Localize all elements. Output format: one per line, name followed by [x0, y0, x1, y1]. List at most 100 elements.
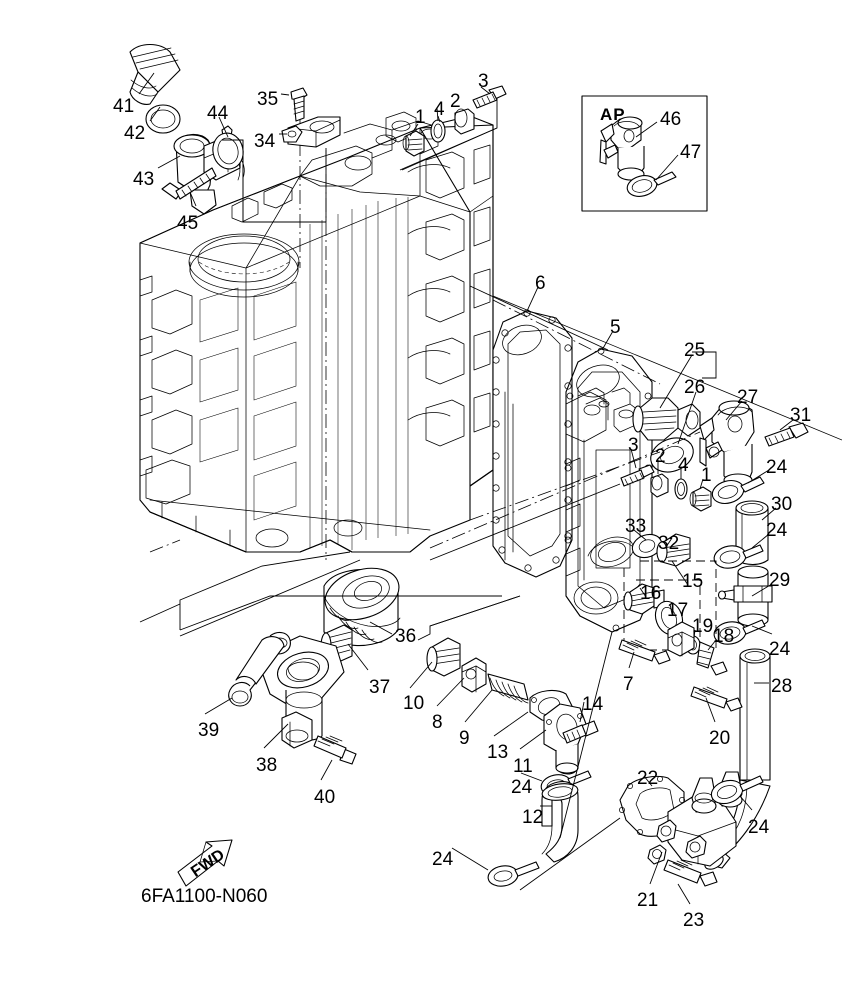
callout-24-b: 24 — [766, 520, 788, 541]
callout-18: 18 — [713, 626, 735, 647]
part-9-spring — [487, 673, 529, 704]
callout-37: 37 — [369, 677, 391, 698]
callout-12: 12 — [522, 807, 544, 828]
part-40-bolt — [313, 735, 357, 765]
part-35-bolt — [290, 87, 308, 122]
callout-29: 29 — [769, 570, 791, 591]
part-23-bolt — [663, 859, 718, 887]
callout-14: 14 — [582, 694, 604, 715]
callout-24-f: 24 — [748, 817, 770, 838]
callout-33: 33 — [625, 516, 647, 537]
callout-7: 7 — [623, 674, 634, 695]
callout-6: 6 — [535, 273, 546, 294]
part-2-joint-top — [454, 108, 475, 135]
callout-1-b: 1 — [701, 465, 712, 486]
part-25-thermostat — [632, 397, 701, 441]
part-39-gasket — [228, 631, 291, 707]
part-15-housing — [667, 621, 695, 657]
callout-17: 17 — [667, 600, 689, 621]
part-6-gasket — [492, 309, 573, 578]
part-7-bolt — [618, 639, 671, 665]
callout-31: 31 — [790, 405, 812, 426]
part-4-oring-mid — [674, 478, 688, 500]
part-24-clamp-f — [710, 775, 764, 805]
callout-27: 27 — [737, 387, 759, 408]
callout-19: 19 — [692, 616, 714, 637]
callout-5: 5 — [610, 317, 621, 338]
callout-13: 13 — [487, 742, 509, 763]
ap-inset-box — [581, 95, 708, 212]
callout-2-b: 2 — [655, 446, 666, 467]
callout-20: 20 — [709, 728, 731, 749]
callout-39: 39 — [198, 720, 220, 741]
drawing-code: 6FA1100-N060 — [141, 886, 268, 907]
callout-3: 3 — [478, 71, 489, 92]
part-24-clamp-e — [487, 861, 540, 887]
callout-24-d: 24 — [511, 777, 533, 798]
part-12-hose — [541, 781, 579, 863]
callout-15: 15 — [682, 571, 704, 592]
callout-1: 1 — [415, 107, 426, 128]
callout-45: 45 — [177, 213, 199, 234]
callout-22: 22 — [637, 768, 659, 789]
callout-43: 43 — [133, 169, 155, 190]
callout-40: 40 — [314, 787, 336, 808]
part-1-plug-mid — [689, 486, 712, 512]
callout-10: 10 — [403, 693, 425, 714]
callout-3-b: 3 — [628, 435, 639, 456]
callout-24-c: 24 — [769, 639, 791, 660]
callout-4: 4 — [434, 99, 445, 120]
part-24-clamp-b — [713, 544, 764, 569]
callout-9: 9 — [459, 728, 470, 749]
callout-24-e: 24 — [432, 849, 454, 870]
part-34-bracket — [281, 116, 341, 148]
callout-38: 38 — [256, 755, 278, 776]
callout-16: 16 — [640, 583, 662, 604]
callout-4-b: 4 — [678, 455, 689, 476]
callout-34: 34 — [254, 131, 276, 152]
part-1-plug-top — [402, 130, 425, 157]
section-centerlines — [149, 299, 701, 553]
part-26-gasket — [650, 437, 694, 473]
part-31-bolt — [764, 422, 809, 447]
part-10-connector — [426, 637, 461, 677]
callout-23: 23 — [683, 910, 705, 931]
callout-44: 44 — [207, 103, 229, 124]
callout-11: 11 — [513, 756, 533, 777]
dash-bracket-17 — [636, 579, 701, 660]
leader-lines — [138, 72, 794, 905]
callout-30: 30 — [771, 494, 793, 515]
part-27-joint — [699, 400, 755, 487]
part-14-bolt — [562, 720, 599, 744]
engine-block-assembly — [139, 111, 494, 553]
callout-32: 32 — [658, 533, 680, 554]
part-33-gasket — [631, 533, 663, 559]
part-8-valve — [461, 657, 487, 693]
part-38-mount — [261, 635, 345, 749]
part-29-joint — [717, 565, 773, 627]
callout-21: 21 — [637, 890, 659, 911]
part-3-bolt-mid — [620, 464, 655, 487]
callout-8: 8 — [432, 712, 443, 733]
callout-25: 25 — [684, 340, 706, 361]
callout-24-a: 24 — [766, 457, 788, 478]
ap-inset-label: AP — [600, 105, 626, 124]
part-42-oring — [145, 104, 181, 134]
part-45-bolt — [161, 167, 217, 200]
callout-46: 46 — [660, 109, 682, 130]
part-24-clamp-a — [711, 476, 765, 505]
part-2-joint-mid — [650, 473, 669, 498]
fwd-arrow — [177, 839, 233, 887]
callout-42: 42 — [124, 123, 146, 144]
part-41-cap — [129, 43, 181, 105]
part-20-bolt — [690, 686, 743, 712]
callout-36: 36 — [395, 626, 417, 647]
callout-47: 47 — [680, 142, 702, 163]
callout-35: 35 — [257, 89, 279, 110]
projection-lines — [139, 127, 842, 891]
part-4-oring-top — [430, 119, 446, 143]
callout-28: 28 — [771, 676, 793, 697]
callout-26: 26 — [684, 377, 706, 398]
